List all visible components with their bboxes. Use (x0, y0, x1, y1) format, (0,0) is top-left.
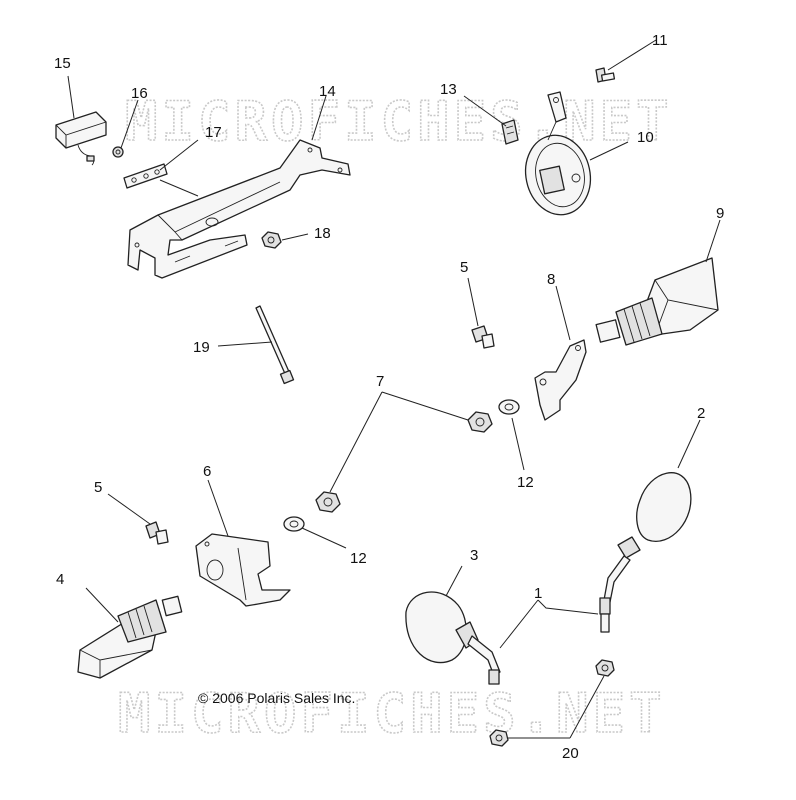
callout-11: 11 (652, 32, 668, 49)
part-3-mirror (405, 591, 501, 685)
callout-3: 3 (470, 547, 478, 564)
callout-numbers: 15 16 17 14 18 19 13 10 11 9 5 8 7 12 5 … (54, 32, 724, 762)
callout-17: 17 (205, 124, 222, 141)
part-11-screw (595, 67, 616, 83)
part-2-mirror (599, 472, 692, 633)
part-7-nut-lower (315, 491, 341, 513)
callout-16: 16 (131, 85, 148, 102)
part-5-bolt-lower (145, 521, 169, 545)
part-5-bolt-upper (471, 325, 495, 349)
callout-13: 13 (440, 81, 457, 98)
part-17-plate (123, 163, 168, 189)
watermark-top: MICROFICHES.NET (125, 90, 673, 153)
part-14-bracket (127, 139, 351, 279)
part-15-light-unit (55, 111, 107, 166)
callout-9: 9 (716, 205, 724, 222)
callout-5-upper: 5 (460, 259, 468, 276)
copyright-notice: © 2006 Polaris Sales Inc. (198, 690, 355, 706)
callout-18: 18 (314, 225, 331, 242)
part-8-bracket (534, 339, 587, 421)
callout-15: 15 (54, 55, 71, 72)
part-20-nut-lower (489, 729, 509, 747)
callout-4: 4 (56, 571, 64, 588)
part-4-turn-signal (77, 595, 183, 679)
part-9-turn-signal (595, 257, 719, 346)
callout-20: 20 (562, 745, 579, 762)
callout-10: 10 (637, 129, 654, 146)
leader-lines (67, 39, 721, 739)
callout-12-upper: 12 (517, 474, 534, 491)
callout-19: 19 (193, 339, 210, 356)
callout-8: 8 (547, 271, 555, 288)
part-19-cable-tie (255, 305, 295, 385)
part-20-nut-upper (595, 659, 615, 677)
callout-12-lower: 12 (350, 550, 367, 567)
part-12-washer-upper (498, 399, 520, 415)
part-10-horn (524, 91, 592, 216)
part-6-bracket (195, 533, 291, 607)
part-18-nut (261, 231, 282, 249)
callout-2: 2 (697, 405, 705, 422)
part-7-nut-upper (467, 411, 493, 433)
part-16-nut (112, 146, 124, 158)
callout-5-lower: 5 (94, 479, 102, 496)
part-12-washer-lower (283, 516, 305, 532)
callout-14: 14 (319, 83, 336, 100)
callout-7: 7 (376, 373, 384, 390)
callout-1: 1 (534, 585, 542, 602)
callout-6: 6 (203, 463, 211, 480)
